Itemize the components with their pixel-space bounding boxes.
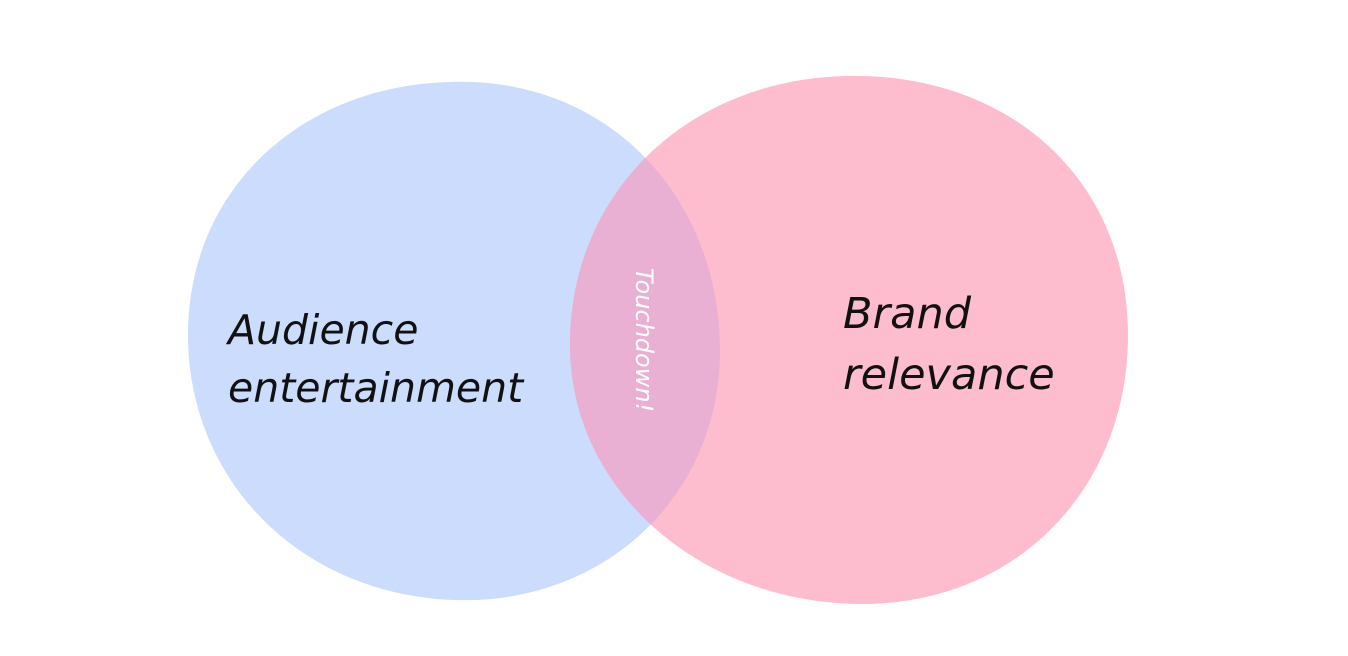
right-circle <box>570 75 1128 605</box>
right-circle-label: Brand relevance <box>843 289 1055 400</box>
right-label-line-2: relevance <box>843 350 1055 400</box>
left-circle-label: Audience entertainment <box>225 306 525 412</box>
overlap-label: Touchdown! <box>630 268 658 412</box>
left-label-line-1: Audience <box>225 306 418 354</box>
right-label-line-1: Brand <box>843 289 972 339</box>
left-circle <box>188 81 720 601</box>
left-label-line-2: entertainment <box>228 364 525 412</box>
